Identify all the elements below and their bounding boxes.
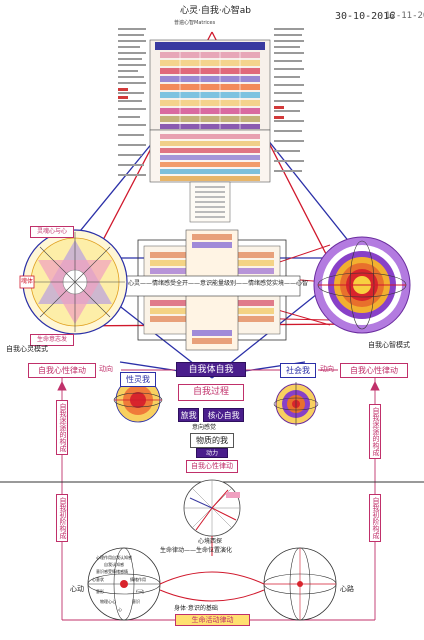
left-vertical-1: 自我迷途的构成 bbox=[56, 400, 68, 455]
left-rhythm-box: 自我心性律动 bbox=[28, 363, 96, 378]
sphere-label: 自我认知感 bbox=[104, 562, 124, 567]
left-vertical-2: 自我初阶构成 bbox=[56, 494, 68, 542]
core-row: 旅我 核心自我 bbox=[178, 408, 244, 422]
right-direction-label: 动向 bbox=[320, 365, 334, 373]
left-side-label: 心动 bbox=[70, 585, 84, 593]
life-left-globe bbox=[87, 547, 161, 621]
soul-circle-bottom-label: 生命意志发 bbox=[30, 334, 74, 346]
right-vertical-1: 自我迷途的构成 bbox=[369, 404, 381, 459]
page-title: 心灵·自我·心智ab bbox=[180, 6, 251, 16]
dynamic-self-box: 旅我 bbox=[178, 408, 200, 422]
center-band-grid bbox=[123, 229, 301, 351]
life-rhythm-caption: 生命律动——生命位置演化 bbox=[160, 547, 233, 554]
spirit-self-box: 性灵我 bbox=[120, 372, 156, 387]
power-box: 动力 bbox=[196, 448, 228, 458]
material-self-box: 物质的我 bbox=[190, 433, 234, 448]
social-self-globe bbox=[273, 382, 319, 426]
sphere-label: 意形 bbox=[96, 589, 104, 594]
soul-circle-top-label: 灵魂心与心 bbox=[30, 226, 74, 238]
side-text-columns bbox=[118, 28, 304, 176]
mind-wheel bbox=[183, 479, 241, 537]
soul-model-label: 自我心灵模式 bbox=[6, 345, 48, 353]
bottom-curves bbox=[159, 536, 265, 602]
right-vertical-2: 自我初阶构成 bbox=[369, 494, 381, 542]
soul-circle-side-label: 魂体 bbox=[21, 278, 34, 285]
sphere-label: 心意状 bbox=[92, 577, 104, 582]
self-rhythm-box: 自我心性律动 bbox=[186, 460, 238, 473]
sphere-label: 心 bbox=[118, 607, 122, 612]
self-process-box: 自我过程 bbox=[178, 384, 244, 401]
mind-wheel-label: 心境西探 bbox=[198, 538, 223, 545]
life-right-globe bbox=[263, 547, 337, 621]
sphere-label: 情绪作用 bbox=[130, 577, 146, 582]
core-self-box: 核心自我 bbox=[203, 408, 244, 422]
mind-model-label: 自我心智模式 bbox=[368, 341, 410, 349]
sphere-label: 物理心心 bbox=[100, 599, 116, 604]
spirit-self-globe bbox=[113, 377, 163, 423]
willing-label: 意向感觉 bbox=[192, 424, 217, 431]
mind-model-circle bbox=[313, 236, 411, 334]
left-direction-label: 动向 bbox=[99, 365, 113, 373]
right-side-label: 心路 bbox=[340, 585, 354, 593]
body-caption: 身体·意识的基础 bbox=[174, 605, 218, 612]
date-stamp: 30-10-2016 bbox=[335, 11, 396, 22]
center-caption: 心灵——情绪感受全开——意识能量级别——情绪感觉实境——心智 bbox=[128, 280, 309, 287]
date-handwritten: 12-11-20 bbox=[385, 11, 424, 21]
sphere-label: 意识感受情绪感情 bbox=[96, 569, 128, 574]
sphere-label: 意识 bbox=[132, 599, 140, 604]
self-entity-box: 自我体自我 bbox=[176, 362, 246, 377]
sphere-label: 行动 bbox=[136, 589, 144, 594]
sphere-label: 心理作用自我认知感 bbox=[96, 555, 132, 560]
table-title: 普遍心智Matrices bbox=[174, 20, 216, 26]
life-activity-box: 生命活动律动 bbox=[175, 614, 250, 626]
central-matrix-table bbox=[149, 39, 271, 223]
soul-model-circle bbox=[19, 229, 128, 335]
social-self-box: 社会我 bbox=[280, 363, 316, 378]
right-rhythm-box: 自我心性律动 bbox=[340, 363, 408, 378]
